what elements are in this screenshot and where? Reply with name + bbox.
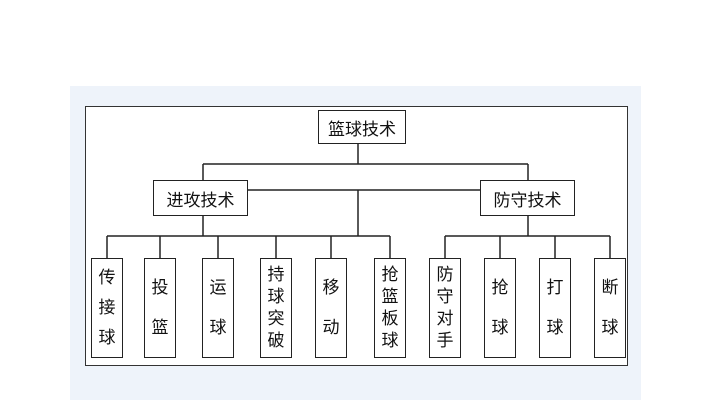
root-node: 篮球技术 — [318, 110, 406, 144]
leaf-char: 球 — [381, 331, 399, 351]
offense-node-label: 进攻技术 — [166, 190, 235, 211]
leaf-char: 移 — [322, 278, 340, 298]
leaf-char: 传 — [98, 268, 116, 288]
leaf-char: 手 — [436, 331, 454, 351]
leaf-char: 接 — [98, 298, 116, 318]
leaf-char: 球 — [98, 328, 116, 348]
leaf-dribble: 运球 — [202, 258, 234, 358]
leaf-move: 移动 — [315, 258, 347, 358]
leaf-char: 球 — [209, 318, 227, 338]
leaf-char: 投 — [151, 278, 169, 298]
leaf-char: 球 — [546, 318, 564, 338]
leaf-char: 抢 — [491, 278, 509, 298]
root-node-label: 篮球技术 — [328, 119, 396, 140]
offense-node: 进攻技术 — [153, 180, 248, 216]
leaf-char: 篮 — [381, 287, 399, 307]
leaf-char: 突 — [267, 309, 285, 329]
leaf-char: 守 — [436, 287, 454, 307]
leaf-rebound: 抢篮板球 — [374, 258, 406, 358]
leaf-char: 破 — [267, 331, 285, 351]
leaf-char: 对 — [436, 309, 454, 329]
leaf-drive: 持球突破 — [260, 258, 292, 358]
leaf-char: 球 — [601, 318, 619, 338]
leaf-char: 动 — [322, 318, 340, 338]
defense-node-label: 防守技术 — [493, 190, 562, 211]
leaf-char: 打 — [546, 278, 564, 298]
leaf-intercept: 断球 — [594, 258, 626, 358]
leaf-shoot: 投篮 — [144, 258, 176, 358]
defense-node: 防守技术 — [480, 180, 575, 216]
leaf-guard: 防守对手 — [429, 258, 461, 358]
leaf-char: 篮 — [151, 318, 169, 338]
leaf-char: 运 — [209, 278, 227, 298]
leaf-char: 板 — [381, 309, 399, 329]
leaf-pass-catch: 传接球 — [91, 258, 123, 358]
leaf-char: 持 — [267, 265, 285, 285]
leaf-char: 球 — [267, 287, 285, 307]
leaf-char: 抢 — [381, 265, 399, 285]
leaf-char: 球 — [491, 318, 509, 338]
leaf-char: 断 — [601, 278, 619, 298]
leaf-strip: 打球 — [539, 258, 571, 358]
leaf-steal: 抢球 — [484, 258, 516, 358]
leaf-char: 防 — [436, 265, 454, 285]
